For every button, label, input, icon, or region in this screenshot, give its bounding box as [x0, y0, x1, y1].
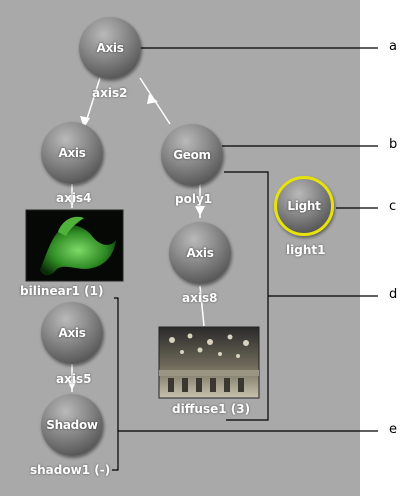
node-shadow[interactable]: Shadow	[41, 394, 103, 456]
node-axis-low[interactable]: Axis	[41, 302, 103, 364]
callout-lines	[112, 47, 378, 471]
callout-bracket-e-left	[112, 297, 119, 471]
diffuse-thumbnail	[158, 326, 260, 399]
node-geom-label: Geom	[173, 148, 211, 162]
caption-axis5: axis5	[56, 372, 92, 386]
callout-d: d	[389, 287, 398, 302]
arrowhead-bilinear	[67, 196, 77, 206]
caption-bilinear1: bilinear1 (1)	[20, 284, 104, 298]
arrowhead-geom	[147, 94, 158, 104]
arrowhead-shadow	[67, 380, 77, 390]
edge-axis-root-to-axis-left	[85, 77, 101, 123]
node-geom[interactable]: Geom	[161, 124, 223, 186]
node-axis-mid[interactable]: Axis	[169, 222, 231, 284]
caption-diffuse1: diffuse1 (3)	[172, 402, 251, 416]
bilinear-thumbnail	[25, 209, 124, 282]
caption-axis4: axis4	[56, 191, 92, 205]
diffuse-thumb-balcony	[159, 370, 259, 376]
node-light[interactable]: Light	[274, 176, 334, 236]
caption-light1: light1	[286, 243, 326, 257]
node-axis-left-label: Axis	[58, 146, 86, 160]
arrowhead-axis-mid	[195, 206, 205, 216]
diffuse-thumb-lights	[169, 333, 249, 358]
node-axis-root[interactable]: Axis	[79, 17, 141, 79]
bilinear-thumb-leaf	[58, 216, 84, 236]
node-shadow-label: Shadow	[46, 418, 98, 432]
node-axis-mid-label: Axis	[186, 246, 214, 260]
edge-arrowheads	[67, 94, 205, 390]
node-light-label: Light	[287, 199, 321, 213]
node-axis-root-label: Axis	[96, 41, 124, 55]
caption-shadow1: shadow1 (-)	[30, 463, 111, 477]
diffuse-thumb-arches	[168, 378, 244, 392]
node-axis-left[interactable]: Axis	[41, 122, 103, 184]
caption-poly1: poly1	[175, 192, 213, 206]
callout-e: e	[389, 422, 397, 437]
node-axis-low-label: Axis	[58, 326, 86, 340]
caption-axis2: axis2	[92, 86, 128, 100]
arrowhead-axis-left	[80, 116, 90, 128]
callout-a: a	[389, 39, 397, 54]
callout-c: c	[389, 199, 397, 214]
caption-axis8: axis8	[182, 291, 218, 305]
edge-axis-mid-to-diffuse	[199, 285, 205, 327]
callout-b: b	[389, 137, 398, 152]
bilinear-thumb-figure	[40, 225, 116, 276]
